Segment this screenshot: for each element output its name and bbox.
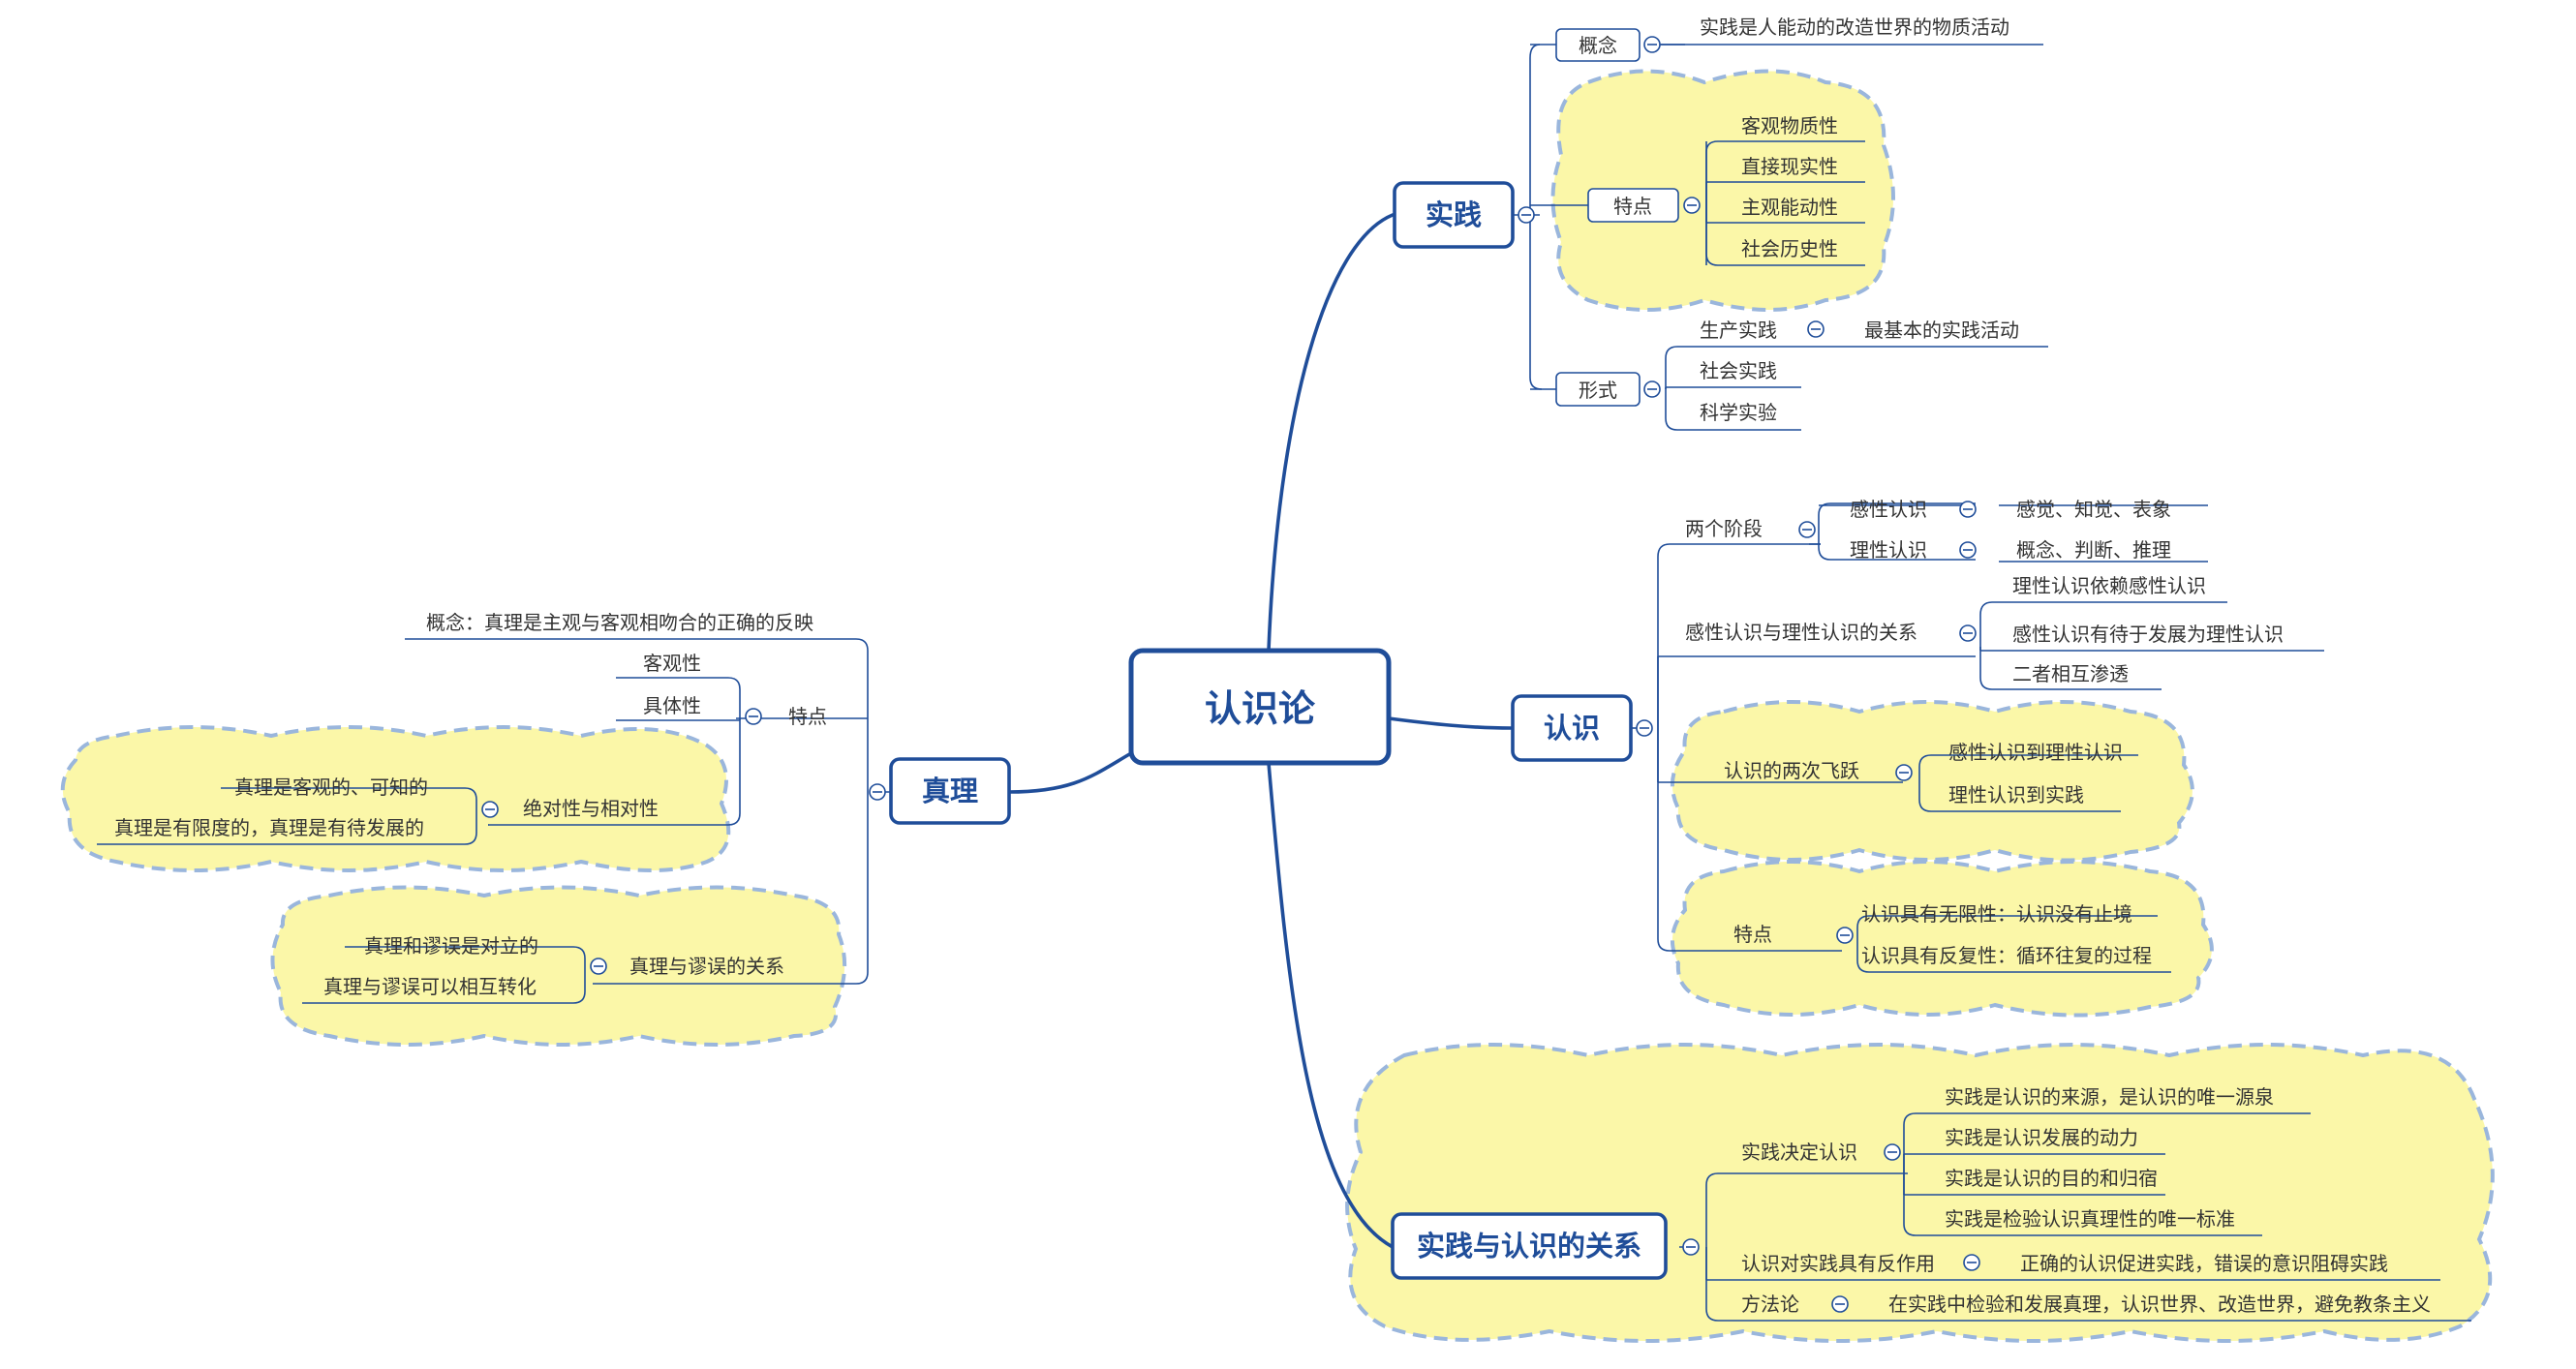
node-reaction-label: 认识对实践具有反作用 [1741,1252,1935,1275]
cloud-cognition-features [1670,860,2214,1018]
relation-3: 二者相互渗透 [2012,662,2129,685]
node-center-label: 认识论 [1205,687,1316,730]
node-practice-features-label: 特点 [1613,195,1652,218]
practice-form-3: 科学实验 [1700,401,1777,424]
node-cognition-features-label: 特点 [1733,923,1772,946]
truth-error-2: 真理与谬误可以相互转化 [323,975,537,998]
stage-2-detail: 概念、判断、推理 [2016,538,2171,562]
node-decides-label: 实践决定认识 [1741,1141,1857,1164]
practice-feature-2: 直接现实性 [1741,155,1838,178]
relation-2: 感性认识有待于发展为理性认识 [2012,623,2284,646]
practice-form-1: 生产实践 [1700,319,1777,342]
leap-1: 感性认识到理性认识 [1948,741,2123,764]
cognition-feature-2: 认识具有反复性：循环往复的过程 [1861,944,2152,967]
practice-feature-3: 主观能动性 [1741,196,1838,219]
stage-1: 感性认识 [1850,498,1927,521]
node-practice-concept[interactable] [1555,28,1641,62]
truth-error-1: 真理和谬误是对立的 [364,934,538,958]
relationship-branch: 实践与认识的关系 实践决定认识 实践是认识的来源，是认识的唯一源泉 实践是认识发… [1391,1085,2471,1322]
cloud-backgrounds [60,69,2495,1343]
practice-branch: 实践 概念 实践是人能动的改造世界的物质活动 特点 客观物质性 直接现实性 主观… [1393,15,2048,431]
reaction-detail: 正确的认识促进实践，错误的意识阻碍实践 [2020,1252,2388,1275]
relation-1: 理性认识依赖感性认识 [2012,574,2206,597]
node-methodology-label: 方法论 [1741,1293,1799,1316]
stage-2: 理性认识 [1850,538,1927,562]
decides-4: 实践是检验认识真理性的唯一标准 [1945,1207,2235,1231]
node-practice-label: 实践 [1426,198,1482,231]
decides-2: 实践是认识发展的动力 [1945,1126,2138,1149]
node-stages-label: 两个阶段 [1685,517,1763,540]
branch-practice [1267,213,1395,653]
cloud-leaps [1670,700,2194,863]
truth-absolute-label: 绝对性与相对性 [523,797,659,820]
stage-1-detail: 感觉、知觉、表象 [2016,498,2171,521]
truth-feature-2: 具体性 [643,694,701,717]
practice-feature-1: 客观物质性 [1741,114,1838,137]
main-branches [1007,213,1513,1249]
branch-cognition [1387,716,1513,730]
decides-1: 实践是认识的来源，是认识的唯一源泉 [1945,1085,2274,1109]
cloud-absolute [60,725,731,872]
truth-error-label: 真理与谬误的关系 [629,955,784,978]
node-practice-concept-label: 概念 [1579,34,1617,57]
truth-absolute-1: 真理是客观的、可知的 [234,776,428,799]
node-cognition-label: 认识 [1544,712,1600,745]
center-node: 认识论 [1128,648,1392,766]
node-practice-forms-label: 形式 [1579,379,1617,402]
node-relationship[interactable] [1391,1212,1668,1280]
node-cognition[interactable] [1511,694,1633,762]
node-relationship-label: 实践与认识的关系 [1417,1230,1641,1263]
truth-absolute-2: 真理是有限度的，真理是有待发展的 [114,816,424,839]
node-practice-concept-text: 实践是人能动的改造世界的物质活动 [1700,15,2009,39]
truth-feature-1: 客观性 [643,652,701,675]
branch-relationship [1267,761,1395,1249]
cloud-practice-features [1550,69,1895,312]
node-center[interactable] [1128,648,1392,766]
truth-features-label: 特点 [788,705,827,728]
leap-2: 理性认识到实践 [1948,783,2084,806]
node-truth-label: 真理 [922,775,978,807]
methodology-detail: 在实践中检验和发展真理，认识世界、改造世界，避免教条主义 [1888,1293,2431,1316]
branch-truth [1007,751,1133,794]
node-practice-features[interactable] [1587,188,1679,223]
practice-form-2: 社会实践 [1700,359,1777,382]
practice-form-1-detail: 最基本的实践活动 [1864,319,2019,342]
node-relation-label: 感性认识与理性认识的关系 [1685,621,1917,644]
cognition-branch: 认识 两个阶段 感性认识 感觉、知觉、表象 理性认识 概念、判断、推理 感性认识… [1511,498,2324,973]
node-practice-forms[interactable] [1555,372,1641,407]
truth-branch: 真理 概念：真理是主观与客观相吻合的正确的反映 客观性 具体性 特点 绝对性与相… [97,611,1011,1004]
node-truth[interactable] [889,757,1011,825]
practice-feature-4: 社会历史性 [1741,237,1838,260]
cognition-feature-1: 认识具有无限性：认识没有止境 [1861,902,2132,926]
node-leaps-label: 认识的两次飞跃 [1724,759,1859,782]
decides-3: 实践是认识的目的和归宿 [1945,1167,2158,1190]
cloud-error [270,885,847,1047]
truth-concept: 概念：真理是主观与客观相吻合的正确的反映 [426,611,813,634]
node-practice[interactable] [1393,181,1515,249]
